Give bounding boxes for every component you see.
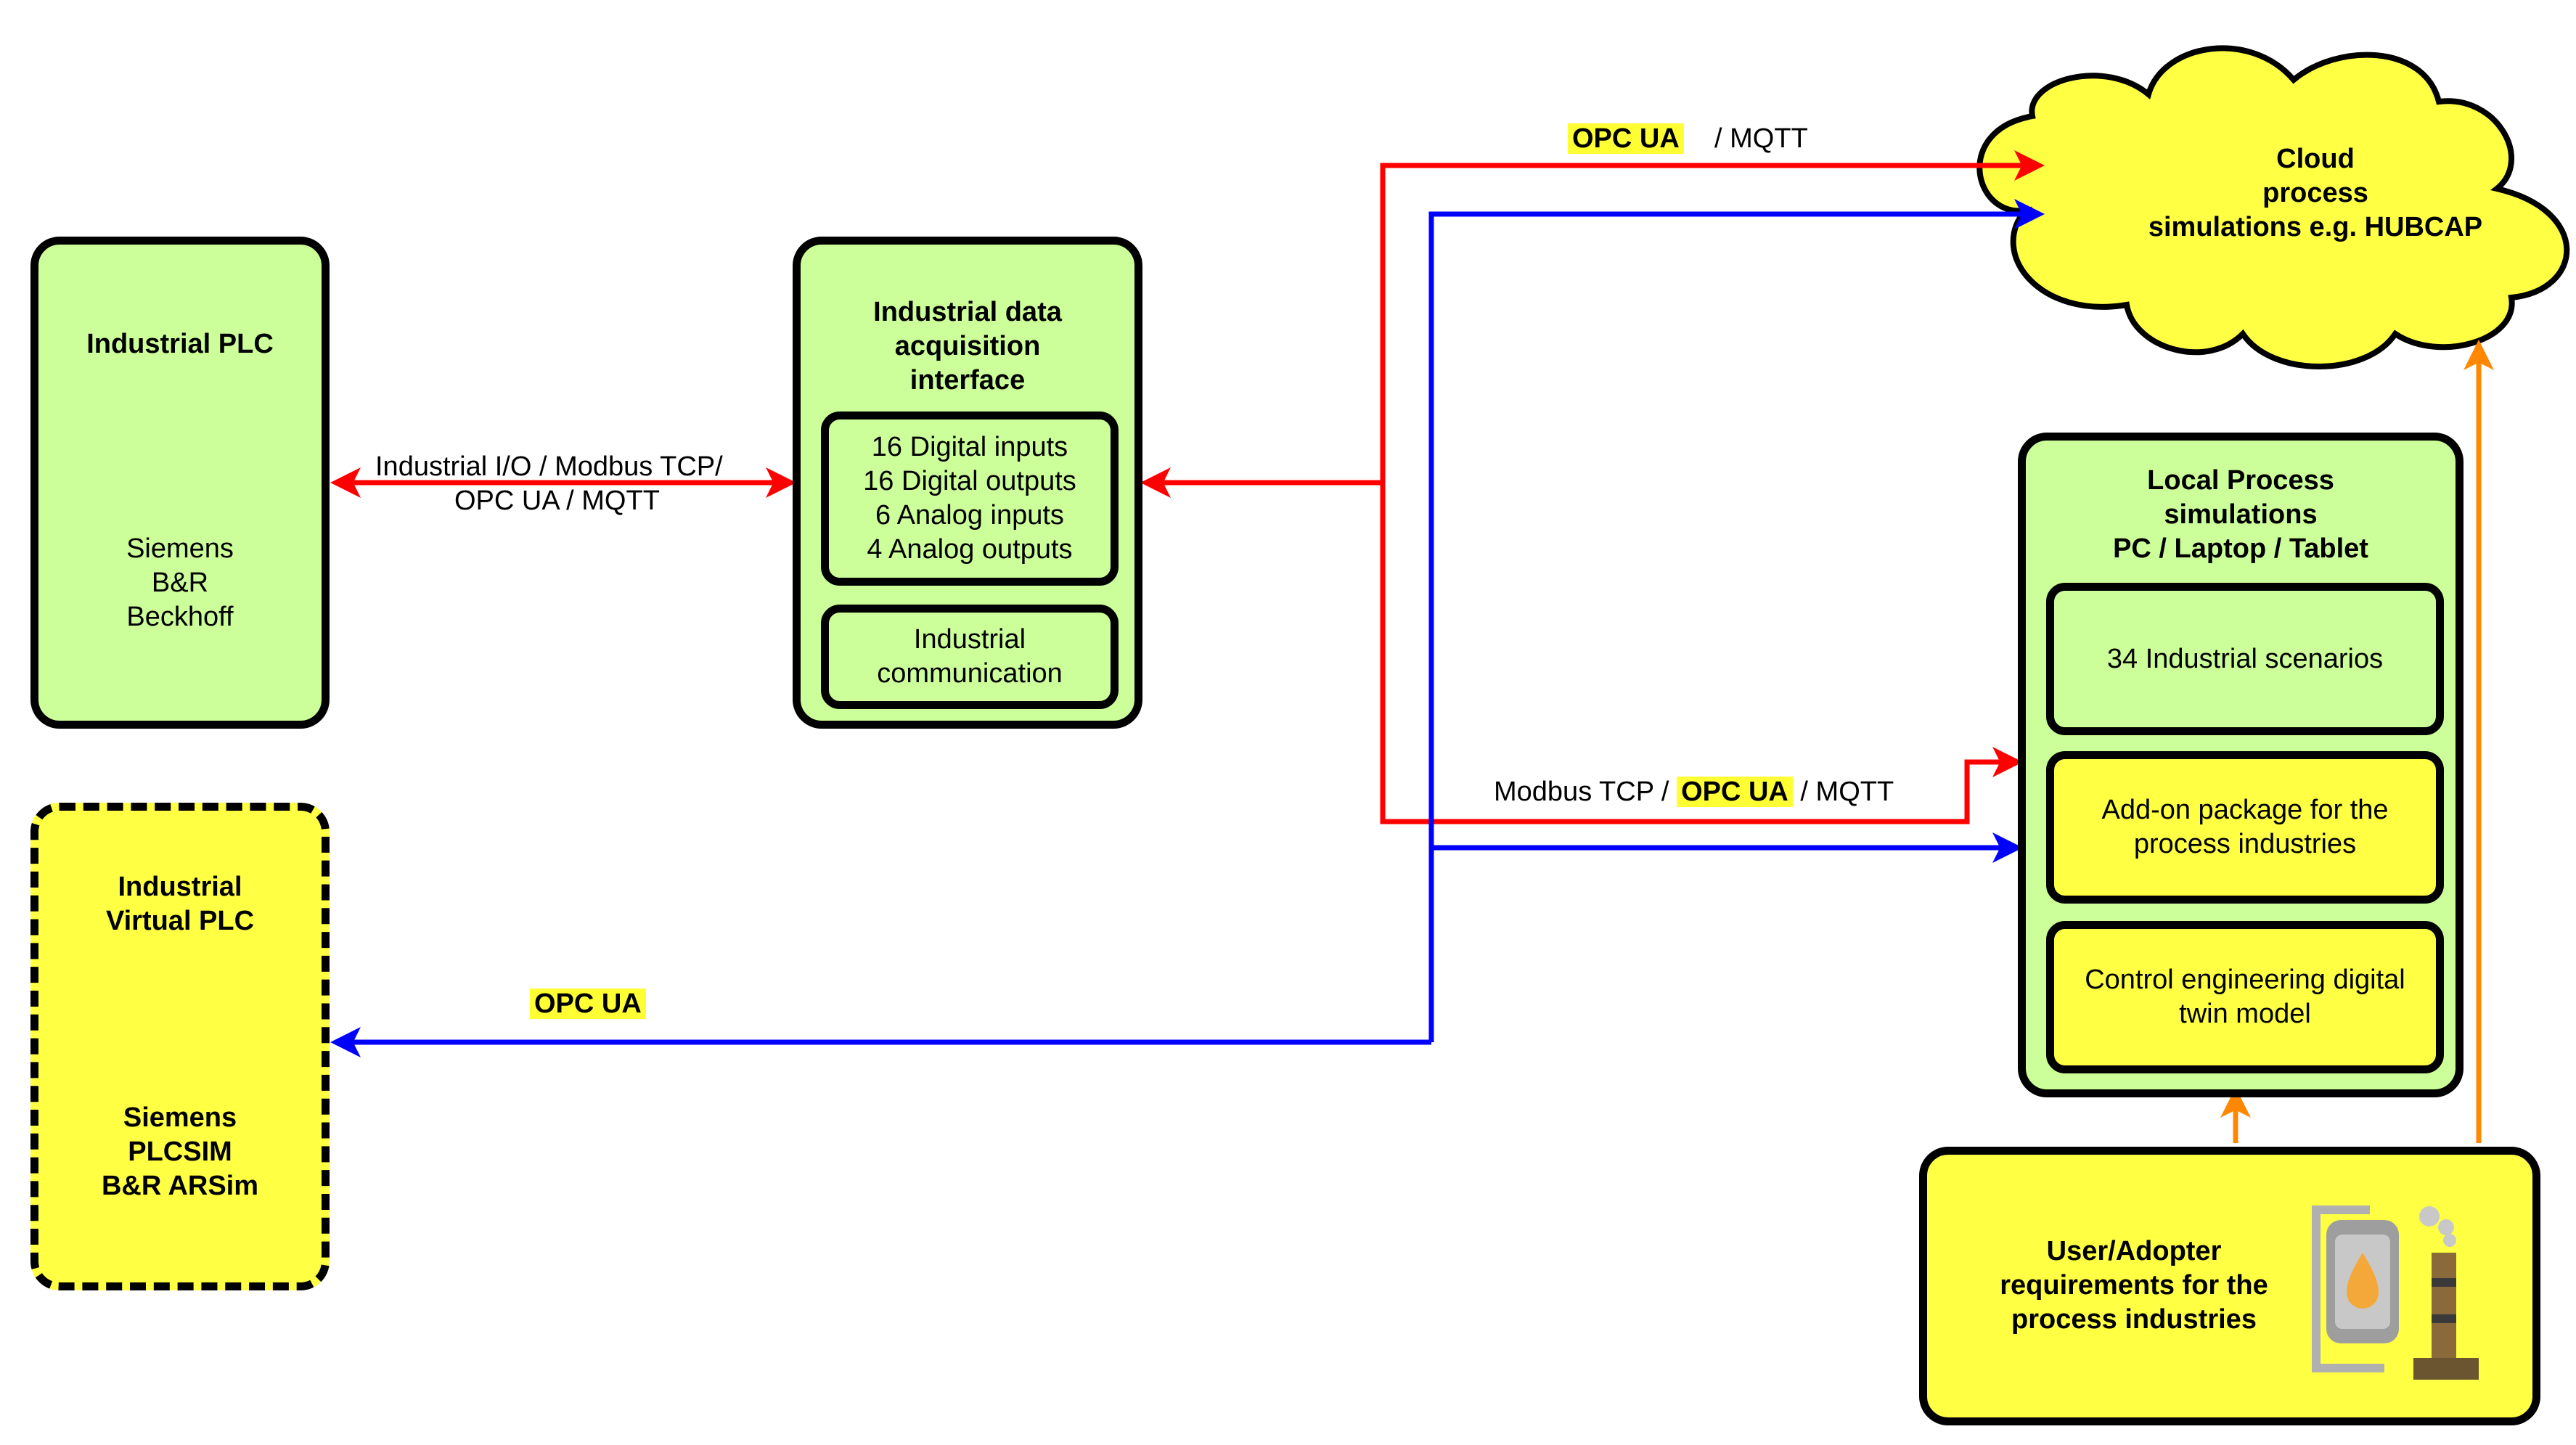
daq-title: Industrial data acquisition interface	[873, 297, 1062, 396]
plc-vendors: Siemens B&R Beckhoff	[126, 533, 234, 632]
daq-interface-box: Industrial data acquisition interface 16…	[793, 237, 1142, 729]
local-modbus-label: Modbus TCP /	[1494, 777, 1669, 807]
plc-daq-link-label-1: Industrial I/O / Modbus TCP/	[375, 451, 723, 482]
red-cloud-link	[1380, 150, 2045, 483]
vplc-title: Industrial Virtual PLC	[105, 872, 255, 936]
cloud-shape	[1976, 45, 2570, 369]
local-opc-ua-badge: OPC UA	[1677, 777, 1793, 807]
vplc-opc-ua-badge: OPC UA	[530, 988, 646, 1019]
user-title: User/Adopter requirements for the proces…	[2000, 1236, 2268, 1335]
cloud-link-label: OPC UA / MQTT	[1568, 122, 1808, 155]
plc-title: Industrial PLC	[86, 329, 274, 359]
twin-box: Control engineering digital twin model	[2046, 921, 2444, 1073]
local-mqtt-label: / MQTT	[1800, 777, 1894, 807]
daq-comm-label: Industrial communication	[877, 624, 1063, 689]
daq-io-box: 16 Digital inputs 16 Digital outputs 6 A…	[821, 412, 1119, 586]
addon-label: Add-on package for the process industrie…	[2101, 795, 2389, 859]
user-requirements-box: User/Adopter requirements for the proces…	[1919, 1147, 2540, 1425]
daq-comm-box: Industrial communication	[821, 605, 1119, 709]
local-link-label: Modbus TCP / OPC UA / MQTT	[1494, 775, 1894, 809]
addon-box: Add-on package for the process industrie…	[2046, 751, 2444, 904]
scenarios-box: 34 Industrial scenarios	[2046, 583, 2444, 735]
cloud-title: Cloud process simulations e.g. HUBCAP	[2148, 144, 2483, 242]
industrial-plc-box: Industrial PLC Siemens B&R Beckhoff	[30, 237, 330, 729]
vplc-vendors: Siemens PLCSIM B&R ARSim	[101, 1102, 259, 1201]
factory-icon	[2312, 1205, 2479, 1380]
cloud-opc-ua-badge: OPC UA	[1568, 123, 1684, 154]
red-local-link	[1380, 483, 2023, 824]
cloud-mqtt-label: / MQTT	[1714, 123, 1808, 154]
local-sim-box: Local Process simulations PC / Laptop / …	[2018, 433, 2463, 1097]
blue-cloud-link	[1428, 199, 2045, 1042]
virtual-plc-box: Industrial Virtual PLC Siemens PLCSIM B&…	[30, 803, 330, 1290]
scenarios-label: 34 Industrial scenarios	[2106, 643, 2384, 674]
vplc-link-label: OPC UA	[530, 987, 646, 1020]
plc-daq-link-label-2: OPC UA / MQTT	[454, 486, 660, 516]
twin-label: Control engineering digital twin model	[2085, 965, 2405, 1029]
local-title: Local Process simulations PC / Laptop / …	[2113, 465, 2368, 564]
daq-io-list: 16 Digital inputs 16 Digital outputs 6 A…	[863, 432, 1076, 565]
